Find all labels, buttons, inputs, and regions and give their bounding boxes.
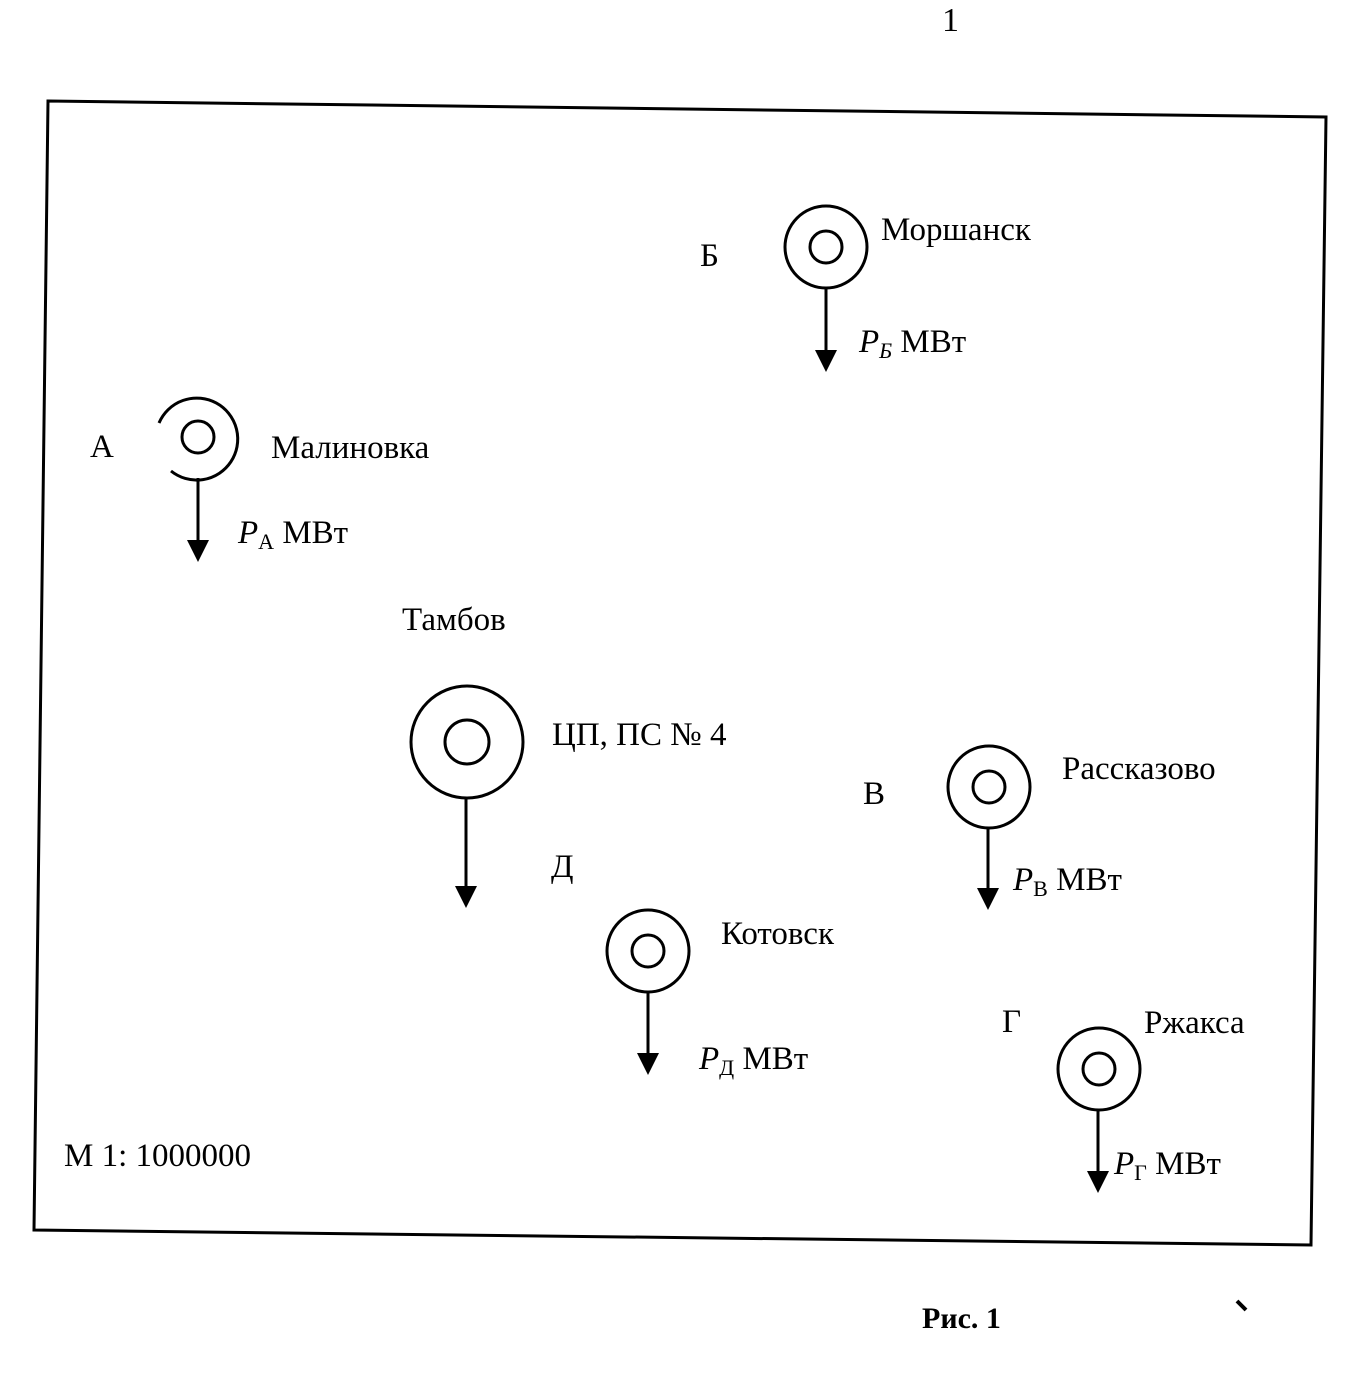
center-label: ЦП, ПС № 4 bbox=[552, 717, 727, 753]
page-number: 1 bbox=[942, 2, 959, 39]
arrow-head bbox=[187, 540, 209, 562]
node-malinovka-inner-ring bbox=[180, 419, 216, 455]
city-malinovka: Малиновка bbox=[271, 430, 430, 466]
power-subscript: Г bbox=[1134, 1160, 1147, 1185]
power-symbol: P bbox=[1114, 1146, 1135, 1182]
node-kotovsk bbox=[605, 908, 691, 1075]
arrow-head bbox=[815, 350, 837, 372]
power-symbol: P bbox=[699, 1041, 720, 1077]
power-unit: МВт bbox=[742, 1041, 809, 1077]
map-frame bbox=[32, 99, 1328, 1247]
node-malinovka bbox=[157, 396, 240, 562]
node-kotovsk-outer-ring bbox=[605, 908, 691, 994]
node-letter-v: В bbox=[863, 776, 886, 812]
power-subscript: Б bbox=[879, 338, 893, 363]
node-tambov bbox=[409, 684, 525, 908]
power-symbol: P bbox=[859, 324, 880, 360]
power-subscript: А bbox=[258, 529, 275, 554]
power-symbol: P bbox=[1013, 862, 1034, 898]
arrow-head bbox=[637, 1053, 659, 1075]
node-rzhaksa-inner-ring bbox=[1081, 1051, 1117, 1087]
power-unit: МВт bbox=[900, 324, 967, 360]
power-unit: МВт bbox=[1155, 1146, 1221, 1182]
node-rasskazovo-outer-ring bbox=[946, 744, 1032, 830]
node-tambov-inner-ring bbox=[443, 718, 491, 766]
city-kotovsk: Котовск bbox=[721, 916, 834, 952]
node-morshansk-outer-ring bbox=[783, 204, 869, 290]
node-letter-d: Д bbox=[551, 849, 574, 885]
power-label-b: PБ МВт bbox=[859, 326, 966, 362]
node-letter-g: Г bbox=[1002, 1004, 1022, 1040]
city-morshansk: Моршанск bbox=[881, 212, 1031, 248]
power-unit: МВт bbox=[1056, 862, 1122, 898]
node-morshansk-inner-ring bbox=[808, 229, 844, 265]
power-unit: МВт bbox=[282, 515, 349, 551]
arrow-head bbox=[1087, 1171, 1109, 1193]
node-kotovsk-inner-ring bbox=[630, 933, 666, 969]
city-rzhaksa: Ржакса bbox=[1144, 1005, 1245, 1041]
node-rzhaksa-outer-ring bbox=[1056, 1026, 1142, 1112]
city-rasskazovo: Рассказово bbox=[1062, 751, 1216, 787]
node-rasskazovo-inner-ring bbox=[971, 769, 1007, 805]
arrow-head bbox=[455, 886, 477, 908]
node-rasskazovo bbox=[946, 744, 1032, 910]
node-letter-a: А bbox=[90, 429, 114, 465]
power-label-v: PВ МВт bbox=[1013, 864, 1122, 900]
node-rzhaksa bbox=[1056, 1026, 1142, 1193]
figure-caption: Рис. 1 bbox=[922, 1302, 1001, 1335]
city-tambov: Тамбов bbox=[402, 602, 506, 638]
scan-mark bbox=[1235, 1299, 1248, 1312]
power-label-d: PД МВт bbox=[699, 1043, 808, 1079]
arrow-head bbox=[977, 888, 999, 910]
node-morshansk bbox=[783, 204, 869, 372]
node-malinovka-outer-ring bbox=[157, 396, 240, 482]
power-label-g: PГ МВт bbox=[1114, 1148, 1221, 1184]
node-tambov-outer-ring bbox=[409, 684, 525, 800]
scale-label: М 1: 1000000 bbox=[64, 1138, 252, 1174]
power-subscript: Д bbox=[719, 1055, 735, 1080]
node-letter-b: Б bbox=[700, 238, 719, 274]
power-subscript: В bbox=[1033, 876, 1048, 901]
power-symbol: P bbox=[238, 515, 259, 551]
power-label-a: PА МВт bbox=[238, 517, 348, 553]
